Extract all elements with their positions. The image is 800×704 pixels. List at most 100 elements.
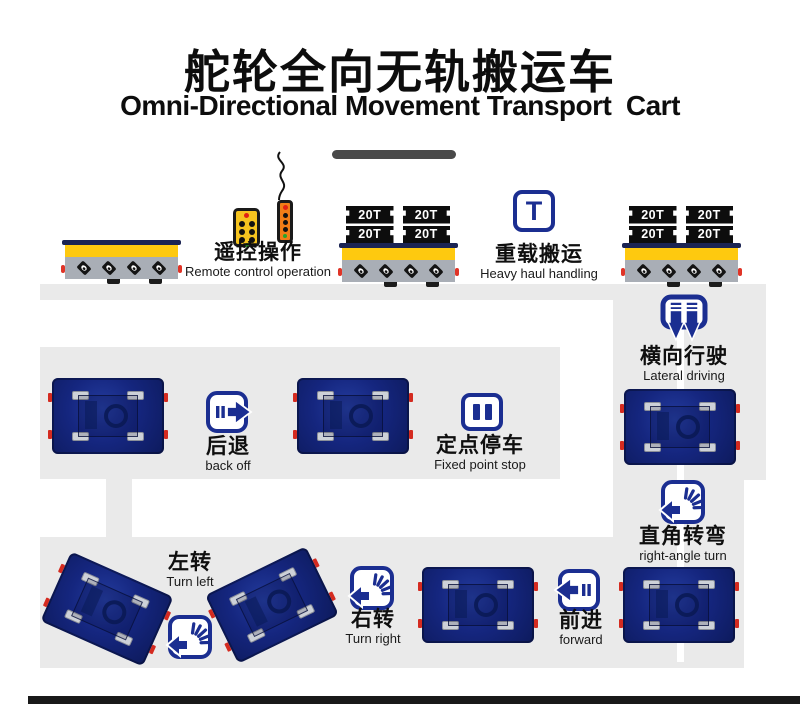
label-fixed-point-stop: 定点停车 Fixed point stop [434, 434, 526, 472]
cart-foot [709, 282, 722, 287]
cart-body [625, 260, 738, 282]
page-title-english: Omni-Directional Movement Transport Cart [120, 90, 680, 121]
cart-side-view-loaded [621, 243, 742, 287]
bumper [338, 268, 342, 276]
bumper [455, 268, 459, 276]
cargo-stack: 20T 20T [346, 206, 394, 243]
cart-foot [107, 279, 120, 284]
label-remote-control: 遥控操作 Remote control operation [185, 241, 331, 279]
side-tab [619, 582, 623, 591]
wheel-hub-icon [403, 263, 419, 279]
cargo-weight-label: 20T [685, 225, 733, 243]
cargo-weight-label: 20T [685, 206, 733, 224]
cart-foot [667, 282, 680, 287]
page-title-chinese: 舵轮全向无轨搬运车 [184, 46, 616, 98]
cargo-stack: 20T 20T [402, 206, 450, 243]
label-heavy-haul-cn: 重载搬运 [495, 243, 583, 266]
label-turn-left-cn: 左转 [167, 551, 212, 574]
remote-led [244, 213, 249, 218]
label-fixed-point-stop-cn: 定点停车 [436, 434, 524, 457]
label-right-angle-turn-cn: 直角转弯 [639, 525, 727, 548]
right-angle-turn-icon [658, 480, 705, 524]
side-tab [736, 404, 740, 413]
label-turn-left: 左转 Turn left [166, 551, 214, 590]
label-turn-right: 右转 Turn right [345, 608, 401, 647]
label-remote-control-cn: 遥控操作 [213, 241, 302, 264]
wheel-hub-icon [711, 263, 727, 279]
cart-side-view [61, 240, 182, 284]
label-turn-left-en: Turn left [166, 574, 214, 590]
label-heavy-haul: 重载搬运 Heavy haul handling [480, 243, 598, 281]
road-top [40, 284, 766, 300]
side-tab [534, 582, 538, 591]
side-tab [534, 619, 538, 628]
side-tab [735, 582, 739, 591]
cart-side-view-loaded [338, 243, 459, 287]
cart-yellow-stripe [625, 248, 738, 260]
wheel-hub-icon [76, 260, 92, 276]
wheel-hub-icon [686, 263, 702, 279]
cart-core-detail [650, 406, 710, 448]
cart-core-detail [235, 572, 309, 638]
label-lateral-driving-en: Lateral driving [643, 368, 725, 384]
label-lateral-driving-cn: 横向行驶 [640, 345, 728, 368]
cart-top-rail [622, 243, 741, 248]
cart-core-detail [649, 584, 709, 626]
bumper [738, 268, 742, 276]
wheel-hub-icon [661, 263, 677, 279]
wheel-hub-icon [101, 260, 117, 276]
remote-led [244, 243, 249, 247]
side-tab [164, 393, 168, 402]
side-tab [164, 430, 168, 439]
wheel-hub-icon [151, 260, 167, 276]
turn-left-icon [165, 615, 212, 659]
label-lateral-driving: 横向行驶 Lateral driving [640, 345, 728, 384]
cargo-weight-label: 20T [346, 225, 394, 243]
cart-top-rail [62, 240, 181, 245]
tethered-remote-icon [277, 200, 293, 243]
cart-top-view [418, 567, 538, 643]
label-forward-en: forward [559, 632, 603, 648]
cart-body [342, 260, 455, 282]
cart-yellow-stripe [342, 248, 455, 260]
cart-core-detail [448, 584, 508, 626]
cart-yellow-stripe [65, 245, 178, 257]
remote-cable [277, 151, 286, 201]
divider-bar [332, 150, 456, 159]
cargo-weight-label: 20T [629, 206, 677, 224]
cart-foot [426, 282, 439, 287]
wheel-hub-icon [378, 263, 394, 279]
cargo-stack: 20T 20T [685, 206, 733, 243]
label-turn-right-cn: 右转 [351, 608, 395, 631]
label-back-off: 后退 back off [205, 435, 250, 473]
cart-core-detail [78, 395, 138, 437]
back-off-icon [206, 391, 253, 433]
label-right-angle-turn-en: right-angle turn [639, 548, 727, 564]
wheel-hub-icon [126, 260, 142, 276]
cart-top-view [293, 378, 413, 454]
side-tab [418, 619, 422, 628]
cart-top-rail [339, 243, 458, 248]
side-tab [418, 582, 422, 591]
cart-top-view [619, 567, 739, 643]
side-tab [736, 441, 740, 450]
pause-icon [461, 393, 503, 431]
t-weight-icon: T [513, 190, 555, 232]
cargo-weight-label: 20T [629, 225, 677, 243]
side-tab [409, 430, 413, 439]
label-turn-right-en: Turn right [345, 631, 401, 647]
side-tab [409, 393, 413, 402]
wheel-hub-icon [636, 263, 652, 279]
remote-led [283, 234, 287, 238]
side-tab [620, 441, 624, 450]
side-tab [293, 393, 297, 402]
remote-led [282, 205, 288, 210]
bumper [621, 268, 625, 276]
side-tab [735, 619, 739, 628]
cart-foot [384, 282, 397, 287]
cargo-weight-label: 20T [402, 206, 450, 224]
label-forward: 前进 forward [559, 609, 603, 648]
label-right-angle-turn: 直角转弯 right-angle turn [639, 525, 727, 564]
cart-core-detail [323, 395, 383, 437]
bumper [61, 265, 65, 273]
